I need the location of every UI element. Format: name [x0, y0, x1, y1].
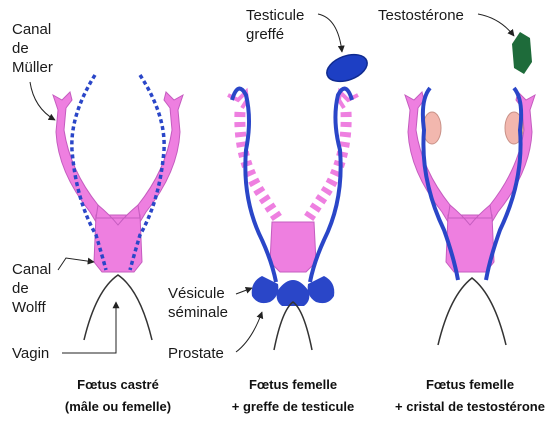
seminal-vesicles [251, 276, 335, 304]
crystal-icon [512, 32, 532, 74]
label-vesicule-1: Vésicule [168, 285, 225, 302]
panel-female-graft [227, 53, 368, 351]
wolff-duct-solid-3 [420, 86, 524, 281]
leader-graft [317, 13, 345, 53]
graft-icon [326, 53, 368, 83]
caption-crystal-2: + cristal de testostérone [395, 399, 545, 414]
label-canal-wolff-1: Canal [12, 261, 51, 278]
leader-muller [29, 81, 56, 121]
leader-vesicule [235, 286, 253, 295]
wolff-duct-solid [230, 86, 354, 283]
label-testicule-greffe-2: greffé [246, 26, 284, 43]
caption-castrated-2: (mâle ou femelle) [65, 399, 171, 414]
label-vesicule-2: séminale [168, 304, 228, 321]
vagina-outline-3 [437, 277, 507, 346]
urethra-outline [273, 301, 313, 351]
wolff-duct-dashed [70, 74, 166, 271]
label-canal-wolff-3: Wolff [12, 299, 46, 316]
leader-prostate [235, 311, 264, 353]
label-testosterone: Testostérone [378, 7, 464, 24]
label-canal-muller-2: de [12, 40, 29, 57]
captions: Fœtus castré (mâle ou femelle) Fœtus fem… [65, 377, 545, 414]
prostate [276, 280, 310, 306]
panel-female-crystal [404, 32, 536, 346]
labels: Canal de Müller Canal de Wolff Vagin Tes… [12, 7, 515, 362]
label-canal-wolff-2: de [12, 280, 29, 297]
label-prostate: Prostate [168, 345, 224, 362]
caption-castrated-1: Fœtus castré [77, 377, 159, 392]
caption-graft-2: + greffe de testicule [232, 399, 354, 414]
vagina-outline [83, 274, 153, 341]
label-canal-muller-1: Canal [12, 21, 51, 38]
muller-remnant-striped [227, 87, 359, 273]
label-canal-muller-3: Müller [12, 59, 53, 76]
muller-duct-pink [52, 91, 184, 273]
panel-castrated [52, 74, 184, 341]
leader-vagin [62, 301, 120, 354]
leader-wolff [57, 257, 95, 271]
muller-duct-pink-3 [404, 91, 536, 273]
caption-graft-1: Fœtus femelle [249, 377, 337, 392]
label-testicule-greffe-1: Testicule [246, 7, 304, 24]
caption-crystal-1: Fœtus femelle [426, 377, 514, 392]
leader-testosterone [477, 13, 515, 37]
label-vagin: Vagin [12, 345, 49, 362]
